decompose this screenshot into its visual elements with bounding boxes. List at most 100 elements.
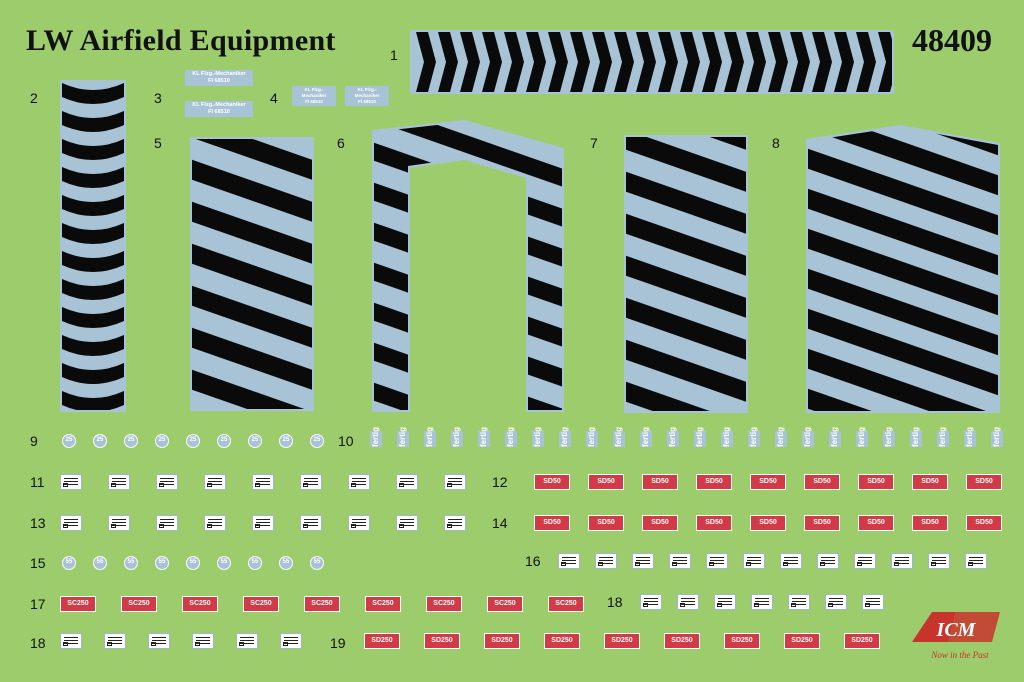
- fertig-decal: fertig: [370, 427, 382, 447]
- circle-decal: 25: [93, 434, 107, 448]
- diagonal-stripe: [192, 201, 312, 264]
- bomb-decal: SD50: [912, 515, 948, 531]
- part-number-18b: 18: [30, 635, 46, 651]
- bomb-decal: SD50: [642, 515, 678, 531]
- circle-decal: 55: [248, 556, 262, 570]
- sheet-title: LW Airfield Equipment: [26, 24, 336, 57]
- label-decal: [891, 553, 913, 569]
- label-decal: [669, 553, 691, 569]
- bomb-decal: SC250: [365, 596, 401, 612]
- chevron: [460, 32, 480, 92]
- bomb-decal: SD250: [424, 633, 460, 649]
- fertig-decal: fertig: [505, 427, 517, 447]
- diagonal-stripe: [192, 327, 312, 390]
- chevron: [812, 32, 832, 92]
- circle-decal: 55: [155, 556, 169, 570]
- diagonal-stripe: [192, 285, 312, 348]
- bomb-decal: SD250: [664, 633, 700, 649]
- chevron: [504, 32, 524, 92]
- fertig-decal: fertig: [586, 427, 598, 447]
- label-decal: [156, 474, 178, 490]
- chevron: [856, 32, 876, 92]
- label-decal: [862, 594, 884, 610]
- fertig-decal: fertig: [532, 427, 544, 447]
- label-decal: [928, 553, 950, 569]
- part-number-5: 5: [154, 135, 162, 151]
- label-decal: [751, 594, 773, 610]
- part-number-17: 17: [30, 596, 46, 612]
- mechanic-plate-4a: KL Flzg.-Mechaniker Fl 68510: [292, 86, 336, 106]
- circle-decal: 55: [310, 556, 324, 570]
- bomb-decal: SD50: [588, 474, 624, 490]
- fertig-decal: fertig: [991, 427, 1003, 447]
- label-decal: [714, 594, 736, 610]
- wave-stripe: [62, 110, 124, 132]
- label-decal: [280, 633, 302, 649]
- chevron: [768, 32, 788, 92]
- mechanic-plate-4b: KL Flzg.-Mechaniker Fl 68510: [345, 86, 389, 106]
- label-decal: [104, 633, 126, 649]
- bomb-decal: SD50: [750, 474, 786, 490]
- bomb-decal: SD50: [750, 515, 786, 531]
- chevron: [636, 32, 656, 92]
- fertig-decal: fertig: [478, 427, 490, 447]
- label-decal: [595, 553, 617, 569]
- label-decal: [558, 553, 580, 569]
- part-number-1: 1: [390, 47, 398, 63]
- logo-red-shape-2: [948, 612, 1000, 642]
- diagonal-stripe: [192, 369, 305, 409]
- wave-stripe: [62, 278, 124, 300]
- label-decal: [788, 594, 810, 610]
- bomb-decal: SD50: [534, 515, 570, 531]
- wave-stripe: [62, 306, 124, 328]
- chevron: [416, 32, 436, 92]
- circle-decal: 25: [279, 434, 293, 448]
- chevron: [570, 32, 590, 92]
- label-decal: [148, 633, 170, 649]
- chevron-stripe-decal: [410, 30, 894, 94]
- fertig-decal: fertig: [937, 427, 949, 447]
- part-number-11: 11: [30, 474, 45, 490]
- label-decal: [204, 474, 226, 490]
- circle-decal: 55: [186, 556, 200, 570]
- label-decal: [252, 515, 274, 531]
- bomb-decal: SD250: [844, 633, 880, 649]
- chevron: [680, 32, 700, 92]
- circle-decal: 25: [217, 434, 231, 448]
- chevron: [548, 32, 568, 92]
- logo-slogan: Now in the Past: [930, 650, 989, 660]
- label-decal: [60, 633, 82, 649]
- part-number-3: 3: [154, 90, 162, 106]
- diagonal-stripe: [808, 308, 998, 396]
- part-number-7: 7: [590, 135, 598, 151]
- fertig-decal: fertig: [424, 427, 436, 447]
- label-decal: [780, 553, 802, 569]
- label-decal: [156, 515, 178, 531]
- bomb-decal: SD50: [804, 474, 840, 490]
- chevron: [724, 32, 744, 92]
- label-decal: [60, 474, 82, 490]
- circle-decal: 25: [124, 434, 138, 448]
- wave-stripe: [62, 194, 124, 216]
- bomb-decal: SD250: [604, 633, 640, 649]
- diagonal-stripe: [808, 388, 998, 411]
- bomb-decal: SC250: [60, 596, 96, 612]
- striped-panel-7: [624, 135, 748, 413]
- icm-logo: ICM Now in the Past: [912, 612, 1000, 660]
- chevron: [614, 32, 634, 92]
- circle-decal: 55: [124, 556, 138, 570]
- label-decal: [677, 594, 699, 610]
- label-decal: [204, 515, 226, 531]
- chevron: [438, 32, 458, 92]
- bomb-decal: SC250: [548, 596, 584, 612]
- bomb-decal: SD50: [858, 515, 894, 531]
- chevron: [592, 32, 612, 92]
- bomb-decal: SD50: [696, 474, 732, 490]
- label-decal: [444, 474, 466, 490]
- bomb-decal: SD250: [364, 633, 400, 649]
- label-decal: [706, 553, 728, 569]
- diagonal-stripe: [808, 148, 998, 236]
- diagonal-stripe: [626, 297, 746, 360]
- part-number-19: 19: [330, 635, 346, 651]
- label-decal: [60, 515, 82, 531]
